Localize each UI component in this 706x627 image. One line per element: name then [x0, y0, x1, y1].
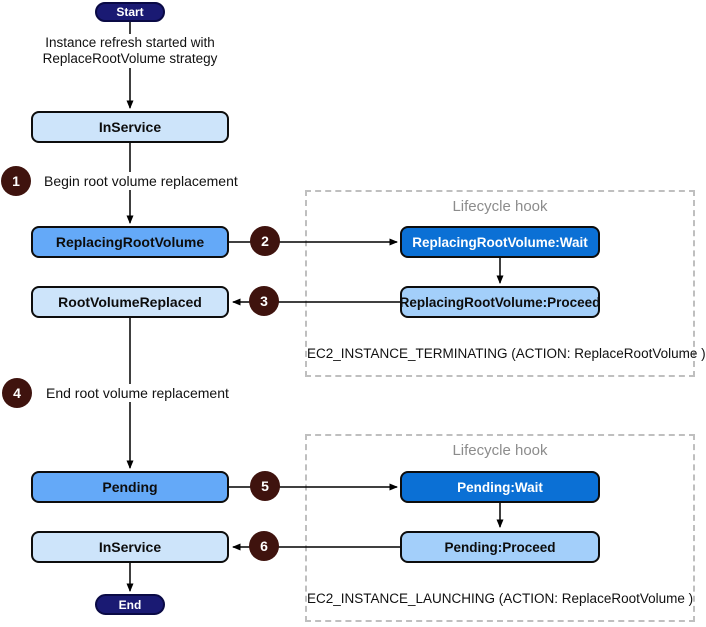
state-label: InService	[98, 119, 162, 135]
lifecycle-hook-container-terminating: Lifecycle hook EC2_INSTANCE_TERMINATING …	[305, 190, 706, 377]
intro-note-line2: ReplaceRootVolume strategy	[42, 51, 218, 66]
step-badge-number: 3	[260, 293, 268, 309]
state-label: RootVolumeReplaced	[58, 294, 202, 310]
start-terminal-label: Start	[116, 5, 144, 19]
lifecycle-hook-title: Lifecycle hook	[452, 198, 548, 215]
hook-node-replacingrootvolume-wait: ReplacingRootVolume:Wait	[400, 226, 600, 258]
lifecycle-hook-event-label: EC2_INSTANCE_TERMINATING (ACTION: Replac…	[307, 346, 706, 361]
step-badge-number: 4	[13, 385, 21, 401]
state-node-root-volume-replaced: RootVolumeReplaced	[31, 286, 229, 318]
step-badge-number: 5	[261, 478, 269, 494]
end-terminal-label: End	[118, 597, 142, 612]
step-label-end-replacement: End root volume replacement	[42, 384, 233, 402]
step-badge-5: 5	[250, 471, 280, 501]
state-node-inservice-top: InService	[31, 111, 229, 143]
hook-node-label: ReplacingRootVolume:Wait	[412, 234, 588, 250]
step-label-begin-replacement: Begin root volume replacement	[40, 172, 242, 190]
step-badge-number: 6	[260, 538, 268, 554]
hook-node-pending-wait: Pending:Wait	[400, 471, 600, 503]
hook-node-label: Pending:Wait	[457, 479, 543, 495]
state-label: Pending	[102, 479, 158, 495]
state-label: ReplacingRootVolume	[55, 234, 205, 250]
step-badge-number: 2	[261, 233, 269, 249]
intro-note-line1: Instance refresh started with	[45, 35, 215, 50]
step-badge-3: 3	[249, 286, 279, 316]
step-badge-6: 6	[249, 531, 279, 561]
state-node-pending: Pending	[31, 471, 229, 503]
step-badge-1: 1	[1, 166, 31, 196]
hook-node-label: ReplacingRootVolume:Proceed	[399, 294, 601, 310]
start-terminal: Start	[95, 2, 165, 22]
state-label: InService	[98, 539, 162, 555]
lifecycle-hook-container-launching: Lifecycle hook EC2_INSTANCE_LAUNCHING (A…	[305, 434, 695, 622]
lifecycle-hook-event-label: EC2_INSTANCE_LAUNCHING (ACTION: ReplaceR…	[307, 591, 694, 606]
hook-node-replacingrootvolume-proceed: ReplacingRootVolume:Proceed	[400, 286, 600, 318]
hook-node-pending-proceed: Pending:Proceed	[400, 531, 600, 563]
step-badge-2: 2	[250, 226, 280, 256]
end-terminal: End	[95, 594, 165, 615]
state-node-inservice-bottom: InService	[31, 531, 229, 563]
hook-node-label: Pending:Proceed	[444, 539, 556, 555]
step-badge-4: 4	[2, 378, 32, 408]
lifecycle-hook-title: Lifecycle hook	[452, 442, 548, 459]
step-badge-number: 1	[12, 173, 20, 189]
state-node-replacing-root-volume: ReplacingRootVolume	[31, 226, 229, 258]
intro-note: Instance refresh started with ReplaceRoo…	[39, 34, 221, 68]
